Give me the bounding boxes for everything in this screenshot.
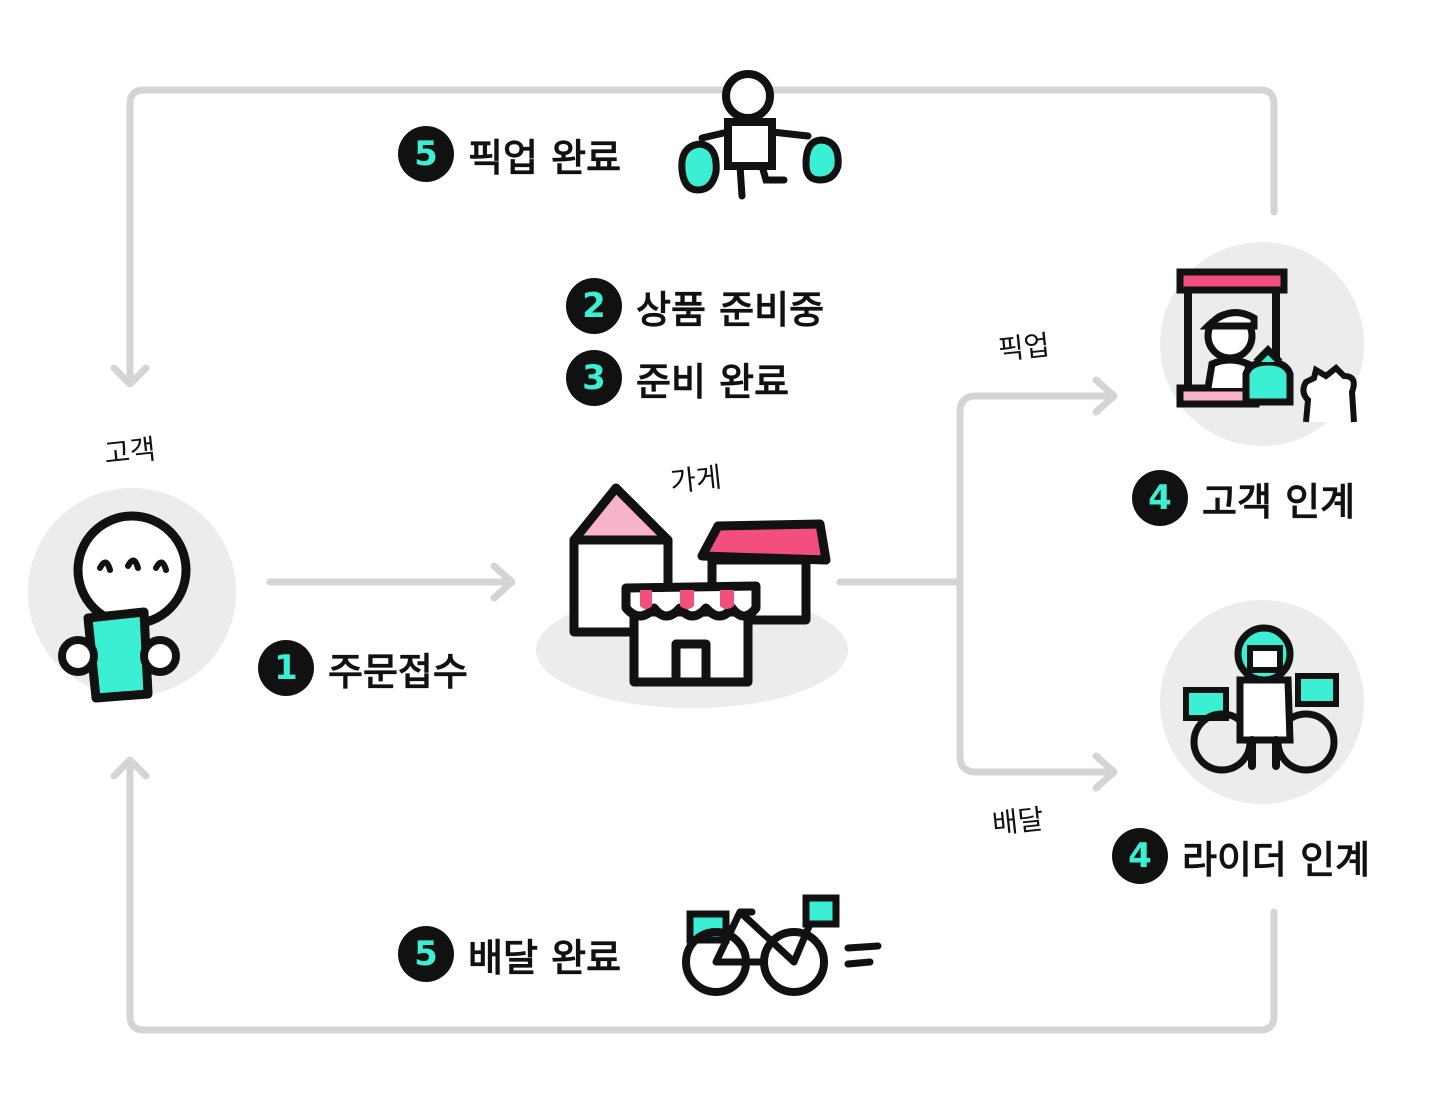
- arrow-delivery-loop-head: [110, 756, 150, 780]
- pickup-branch-label: 픽업: [996, 328, 1052, 367]
- arrow-order-head: [490, 562, 516, 602]
- arrow-pickup-loop-head: [110, 364, 150, 388]
- delivery-bike-icon: [682, 894, 882, 996]
- step-delivery-complete: 5 배달 완료: [398, 926, 621, 982]
- step-rider-handover-text: 라이더 인계: [1182, 837, 1371, 882]
- step-customer-handover-text: 고객 인계: [1202, 479, 1356, 524]
- pickup-counter-icon: [1160, 242, 1364, 446]
- store-buildings-icon: [536, 483, 848, 708]
- store-label: 가게: [668, 460, 724, 499]
- step-number-badge: 4: [1112, 828, 1168, 884]
- arrow-pickup-loop: [126, 86, 1278, 386]
- step-preparing-text: 상품 준비중: [636, 287, 825, 332]
- step-number-badge: 5: [398, 926, 454, 982]
- step-pickup-complete-text: 픽업 완료: [468, 135, 622, 180]
- arrow-delivery-loop: [126, 756, 1278, 1034]
- step-prepared-text: 준비 완료: [636, 359, 790, 404]
- arrows: [110, 86, 1278, 1034]
- step-order-received-text: 주문접수: [328, 649, 468, 694]
- step-rider-handover: 4 라이더 인계: [1112, 828, 1370, 884]
- step-number-badge: 3: [566, 350, 622, 406]
- customer-with-phone-icon: [28, 488, 236, 703]
- rider-on-bike-icon: [1160, 600, 1364, 804]
- step-customer-handover: 4 고객 인계: [1132, 470, 1355, 526]
- person-with-bags-icon: [678, 70, 842, 200]
- step-order-received: 1 주문접수: [258, 640, 468, 696]
- step-number-badge: 4: [1132, 470, 1188, 526]
- step-number-badge: 5: [398, 126, 454, 182]
- customer-label: 고객: [102, 432, 158, 471]
- arrow-branch-pickup-head: [1092, 376, 1118, 416]
- step-delivery-complete-text: 배달 완료: [468, 935, 622, 980]
- step-number-badge: 2: [566, 278, 622, 334]
- step-number-badge: 1: [258, 640, 314, 696]
- arrow-branch: [836, 392, 1114, 776]
- delivery-branch-label: 배달: [990, 802, 1046, 841]
- step-preparing: 2 상품 준비중: [566, 278, 824, 334]
- step-pickup-complete: 5 픽업 완료: [398, 126, 621, 182]
- step-prepared: 3 준비 완료: [566, 350, 789, 406]
- arrow-branch-delivery-head: [1092, 752, 1118, 792]
